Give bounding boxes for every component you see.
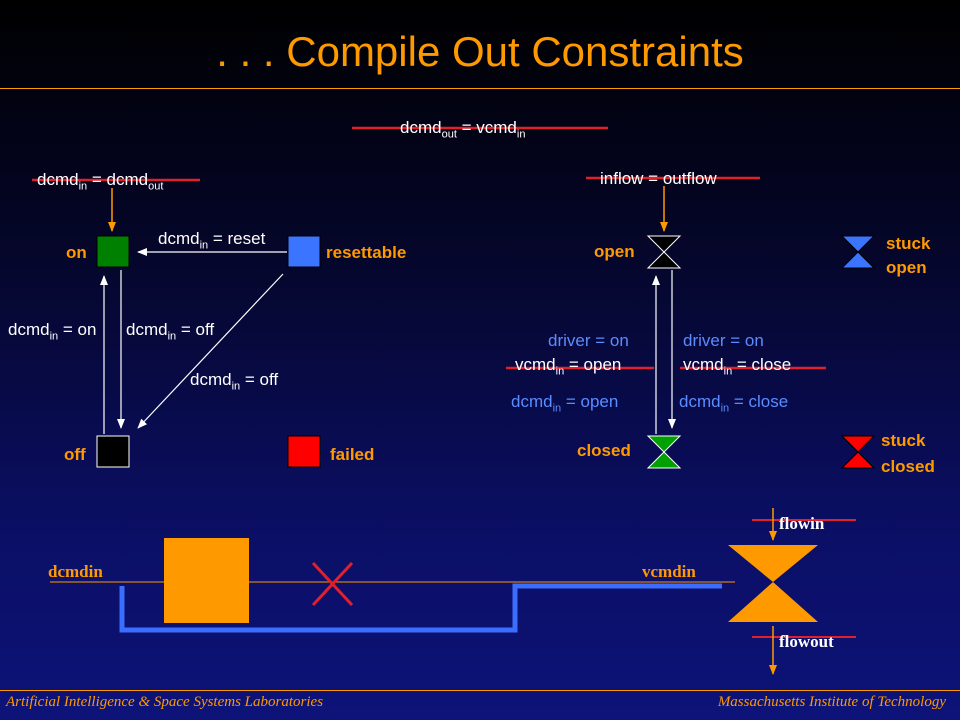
state-label-failed: failed bbox=[330, 445, 375, 464]
transition-on-label: dcmdin = on bbox=[8, 320, 97, 343]
state-box-on bbox=[96, 235, 130, 268]
vcmd-open-label: vcmdin = open bbox=[515, 355, 622, 378]
transition-off2-label: dcmdin = off bbox=[190, 370, 279, 393]
valve-closed-symbol bbox=[646, 435, 682, 469]
transition-off-label: dcmdin = off bbox=[126, 320, 215, 343]
cut-x-icon bbox=[311, 561, 354, 607]
valve-block-symbol bbox=[728, 545, 818, 622]
valve-constraint-label: inflow = outflow bbox=[600, 169, 717, 188]
state-label-off: off bbox=[64, 445, 86, 464]
vcmd-close-label: vcmdin = close bbox=[683, 355, 792, 378]
state-box-off bbox=[96, 435, 130, 468]
state-box-resettable bbox=[287, 235, 321, 268]
driver-constraint-label: dcmdin = dcmdout bbox=[37, 170, 164, 193]
page-title: . . . Compile Out Constraints bbox=[216, 28, 744, 75]
transition-reset-label: dcmdin = reset bbox=[158, 229, 266, 252]
title-divider bbox=[0, 88, 960, 89]
valve-stuck-open-symbol bbox=[840, 235, 876, 269]
dcmd-open-label: dcmdin = open bbox=[511, 392, 619, 415]
transition-off2-arrow bbox=[137, 273, 284, 429]
valve-stuck-closed-symbol bbox=[840, 435, 876, 469]
valve-open-symbol bbox=[646, 235, 682, 269]
footer-left-text: Artificial Intelligence & Space Systems … bbox=[6, 694, 324, 710]
vcmdin-port-label: vcmdin bbox=[642, 562, 696, 581]
state-label-on: on bbox=[66, 243, 87, 262]
flowout-port-label: flowout bbox=[779, 632, 834, 651]
footer-right-text: Massachusetts Institute of Technology bbox=[717, 694, 946, 710]
driver-on-left-label: driver = on bbox=[548, 331, 629, 350]
footer-divider bbox=[0, 690, 960, 691]
driver-on-right-label: driver = on bbox=[683, 331, 764, 350]
flowin-port-label: flowin bbox=[779, 514, 825, 533]
dcmd-close-label: dcmdin = close bbox=[679, 392, 789, 415]
state-label-resettable: resettable bbox=[326, 243, 407, 262]
driver-block bbox=[164, 538, 249, 623]
rerouted-command-wire bbox=[119, 583, 722, 633]
state-box-failed bbox=[287, 435, 321, 468]
state-label-closed: closed bbox=[577, 441, 631, 460]
top-constraint-label: dcmdout = vcmdin bbox=[400, 118, 526, 141]
state-label-open: open bbox=[594, 242, 635, 261]
dcmdin-port-label: dcmdin bbox=[48, 562, 103, 581]
